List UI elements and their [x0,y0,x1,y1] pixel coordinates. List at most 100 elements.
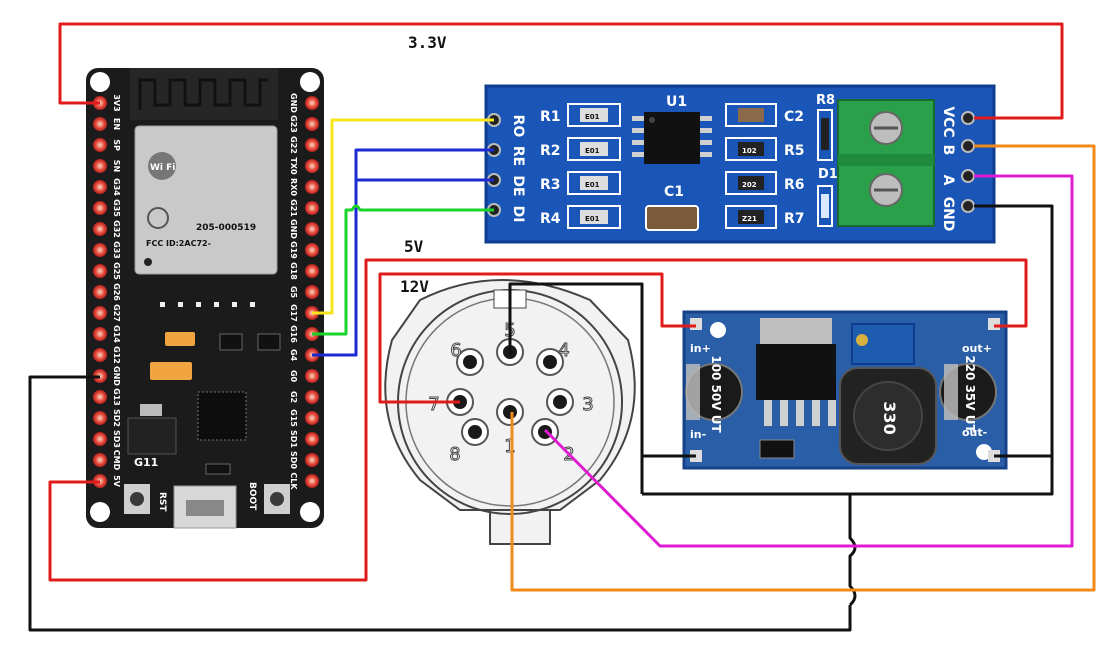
esp32-pin-pad [93,117,107,131]
wire-12v [378,272,696,404]
smd-code: E01 [585,147,600,155]
esp32-pin-pad [305,453,319,467]
wire-gnd-hop1 [848,494,857,607]
esp32-pin-label: 5V [112,475,121,488]
esp32-pin-pad [305,432,319,446]
smd-code: 102 [742,147,757,155]
esp32-pin-label: G12 [112,346,121,364]
tantalum-cap [165,332,195,346]
label-c2: C2 [784,109,804,125]
esp32-pin-pad [93,159,107,173]
esp32-pin-pad [93,138,107,152]
label-r5: R5 [784,143,805,159]
din-pin-contact [553,395,567,409]
label-r7: R7 [784,211,805,227]
esp32-pin-pad [305,138,319,152]
ce-mark [147,207,169,229]
rs485-pin-di: DI [510,206,526,223]
lm2596-regulator [756,344,836,400]
esp32-pin-label: SN [112,160,121,172]
tantalum-cap [150,362,192,380]
din-pin-number: 7 [428,394,439,415]
esp32-pin-pad [93,348,107,362]
esp32-pin-label: 3V3 [112,94,121,111]
label-c1: C1 [664,184,684,200]
esp32-pin-label: G14 [112,325,121,343]
smd-code: Z21 [742,215,757,223]
esp32-pin-label: SD2 [112,409,121,427]
led-d1 [817,185,833,227]
module-fcc-id: FCC ID:2AC72- [146,239,211,248]
smd-code: E01 [585,113,600,121]
label-r6: R6 [784,177,805,193]
din-pin-number: 3 [582,394,593,415]
esp32-pin-label: CLK [289,472,298,490]
esp32-pin-pad [305,201,319,215]
rs485-module: RO RE DE DI R1 R2 R3 R4 E01 E01 E01 E01 … [484,84,996,244]
esp32-pin-label: GND [289,219,298,239]
esp32-pin-label: G22 [289,136,298,154]
esp32-pin-label: GND [112,366,121,386]
label-12v: 12V [400,277,429,296]
esp32-pin-label: RX0 [289,178,298,196]
regulator-tab [140,404,162,416]
esp32-pin-label: G26 [112,283,121,301]
rs485-pin-gnd: GND [940,197,956,232]
esp32-pin-pad [305,411,319,425]
mount-hole [300,502,320,522]
rs485-pin-a: A [940,175,956,186]
esp32-pin-label: CMD [112,450,121,471]
din-pin-contact [468,425,482,439]
wire-3v3 [58,22,1064,120]
buck-converter-module: in+ in- out+ out- 100 50V UT 220 35V UT … [682,310,1008,470]
wifi-logo-text: Wi Fi [150,163,175,173]
label-u1: U1 [666,94,687,110]
esp32-pin-label: G35 [112,199,121,217]
wire-5v [48,258,1028,582]
micro-usb-opening [186,500,224,516]
smd-code: 202 [742,181,757,189]
esp32-pin-pad [305,243,319,257]
wire-ro [312,118,494,315]
connector-tail [489,509,551,545]
esp32-pin-label: G19 [289,241,298,259]
din-pin-contact [503,405,517,419]
din-pin-number: 1 [504,436,515,457]
esp32-pin-label: SD0 [289,451,298,469]
din-pin-contact [543,355,557,369]
esp32-pin-label: G2 [289,391,298,403]
wires [28,22,1096,632]
wire-gnd-bus [642,204,1054,496]
mount-hole [710,322,726,338]
rs485-left-resistors [567,103,621,229]
mount-hole [90,72,110,92]
antenna-area [130,68,278,120]
diode [759,439,795,459]
wire-a [543,174,1074,548]
din-pin-number: 6 [450,340,461,361]
esp32-pin-label: GND [289,93,298,113]
esp32-pin-label: G4 [289,349,298,362]
esp32-pin-label: G16 [289,325,298,343]
esp32-pin-pad [305,369,319,383]
rst-button-cap[interactable] [130,492,144,506]
led [205,463,231,475]
input-cap-text: 100 50V UT [709,355,723,433]
regulator-legs [764,400,836,426]
label-r8: R8 [816,93,835,108]
esp32-pin-label: G23 [289,115,298,133]
wire-di [312,204,494,336]
voltage-regulator [127,417,177,455]
buck-out-plus-label: out+ [962,342,992,355]
esp32-right-header: GNDG23G22TX0RX0G21GNDG19G18G5G17G16G4G0G… [289,93,319,490]
label-d1: D1 [818,167,838,182]
din-pin-number: 8 [449,444,460,465]
rst-label: RST [157,492,167,512]
esp32-pin-label: G17 [289,304,298,322]
esp32-pin-pad [305,264,319,278]
trimmer-screw[interactable] [856,334,868,346]
smd-parts [160,302,255,307]
boot-button-cap[interactable] [270,492,284,506]
esp32-pin-label: G0 [289,370,298,383]
label-3v3: 3.3V [408,33,447,52]
